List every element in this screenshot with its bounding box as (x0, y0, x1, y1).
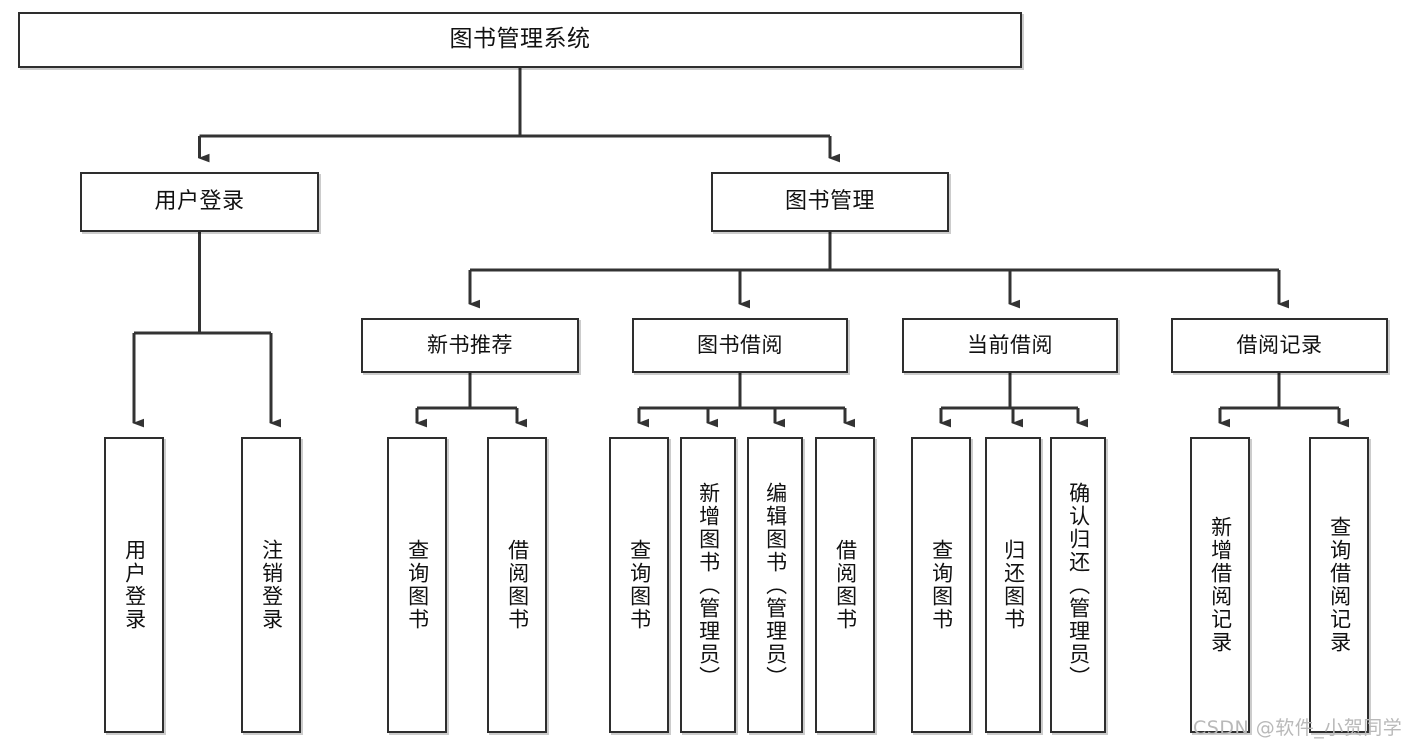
node-leaf-borrow-book-b-label: 借阅图书 (833, 539, 858, 631)
node-borrow-record-label: 借阅记录 (1236, 332, 1323, 357)
node-leaf-add-book-label: 新增图书（管理员） (696, 481, 721, 689)
node-leaf-borrow-book-a-label: 借阅图书 (505, 539, 530, 631)
node-leaf-confirm-return[interactable]: 确认归还（管理员） (1050, 437, 1106, 733)
node-leaf-edit-book[interactable]: 编辑图书（管理员） (747, 437, 803, 733)
node-book-borrow[interactable]: 图书借阅 (632, 318, 848, 373)
node-book-borrow-label: 图书借阅 (697, 332, 783, 357)
node-root[interactable]: 图书管理系统 (18, 12, 1022, 68)
node-leaf-logout-label: 注销登录 (259, 539, 284, 631)
node-root-label: 图书管理系统 (449, 26, 591, 53)
node-leaf-query-record-label: 查询借阅记录 (1327, 516, 1352, 654)
node-user-login[interactable]: 用户登录 (80, 172, 319, 232)
node-leaf-query-book-b[interactable]: 查询图书 (609, 437, 669, 733)
node-new-book-recommend-label: 新书推荐 (427, 332, 513, 357)
csdn-watermark: CSDN @软件_小贺同学 (1193, 717, 1403, 739)
node-leaf-return-book[interactable]: 归还图书 (985, 437, 1041, 733)
node-book-manage-label: 图书管理 (784, 188, 875, 214)
node-leaf-logout[interactable]: 注销登录 (241, 437, 301, 733)
node-leaf-add-record-label: 新增借阅记录 (1208, 516, 1233, 654)
node-leaf-borrow-book-a[interactable]: 借阅图书 (487, 437, 547, 733)
node-leaf-query-book-c-label: 查询图书 (929, 539, 954, 631)
node-leaf-add-book[interactable]: 新增图书（管理员） (680, 437, 736, 733)
node-leaf-query-book-c[interactable]: 查询图书 (911, 437, 971, 733)
node-new-book-recommend[interactable]: 新书推荐 (361, 318, 579, 373)
node-current-borrow[interactable]: 当前借阅 (902, 318, 1118, 373)
node-leaf-query-book-b-label: 查询图书 (627, 539, 652, 631)
node-leaf-return-book-label: 归还图书 (1001, 539, 1026, 631)
node-leaf-query-book-a-label: 查询图书 (405, 539, 430, 631)
node-leaf-query-record[interactable]: 查询借阅记录 (1309, 437, 1369, 733)
node-leaf-query-book-a[interactable]: 查询图书 (387, 437, 447, 733)
node-leaf-confirm-return-label: 确认归还（管理员） (1066, 481, 1091, 689)
node-current-borrow-label: 当前借阅 (967, 332, 1053, 357)
node-leaf-edit-book-label: 编辑图书（管理员） (763, 481, 788, 689)
node-book-manage[interactable]: 图书管理 (711, 172, 949, 232)
node-leaf-user-login-label: 用户登录 (122, 539, 147, 631)
node-borrow-record[interactable]: 借阅记录 (1171, 318, 1388, 373)
node-user-login-label: 用户登录 (154, 188, 245, 214)
node-leaf-borrow-book-b[interactable]: 借阅图书 (815, 437, 875, 733)
node-leaf-add-record[interactable]: 新增借阅记录 (1190, 437, 1250, 733)
node-leaf-user-login[interactable]: 用户登录 (104, 437, 164, 733)
